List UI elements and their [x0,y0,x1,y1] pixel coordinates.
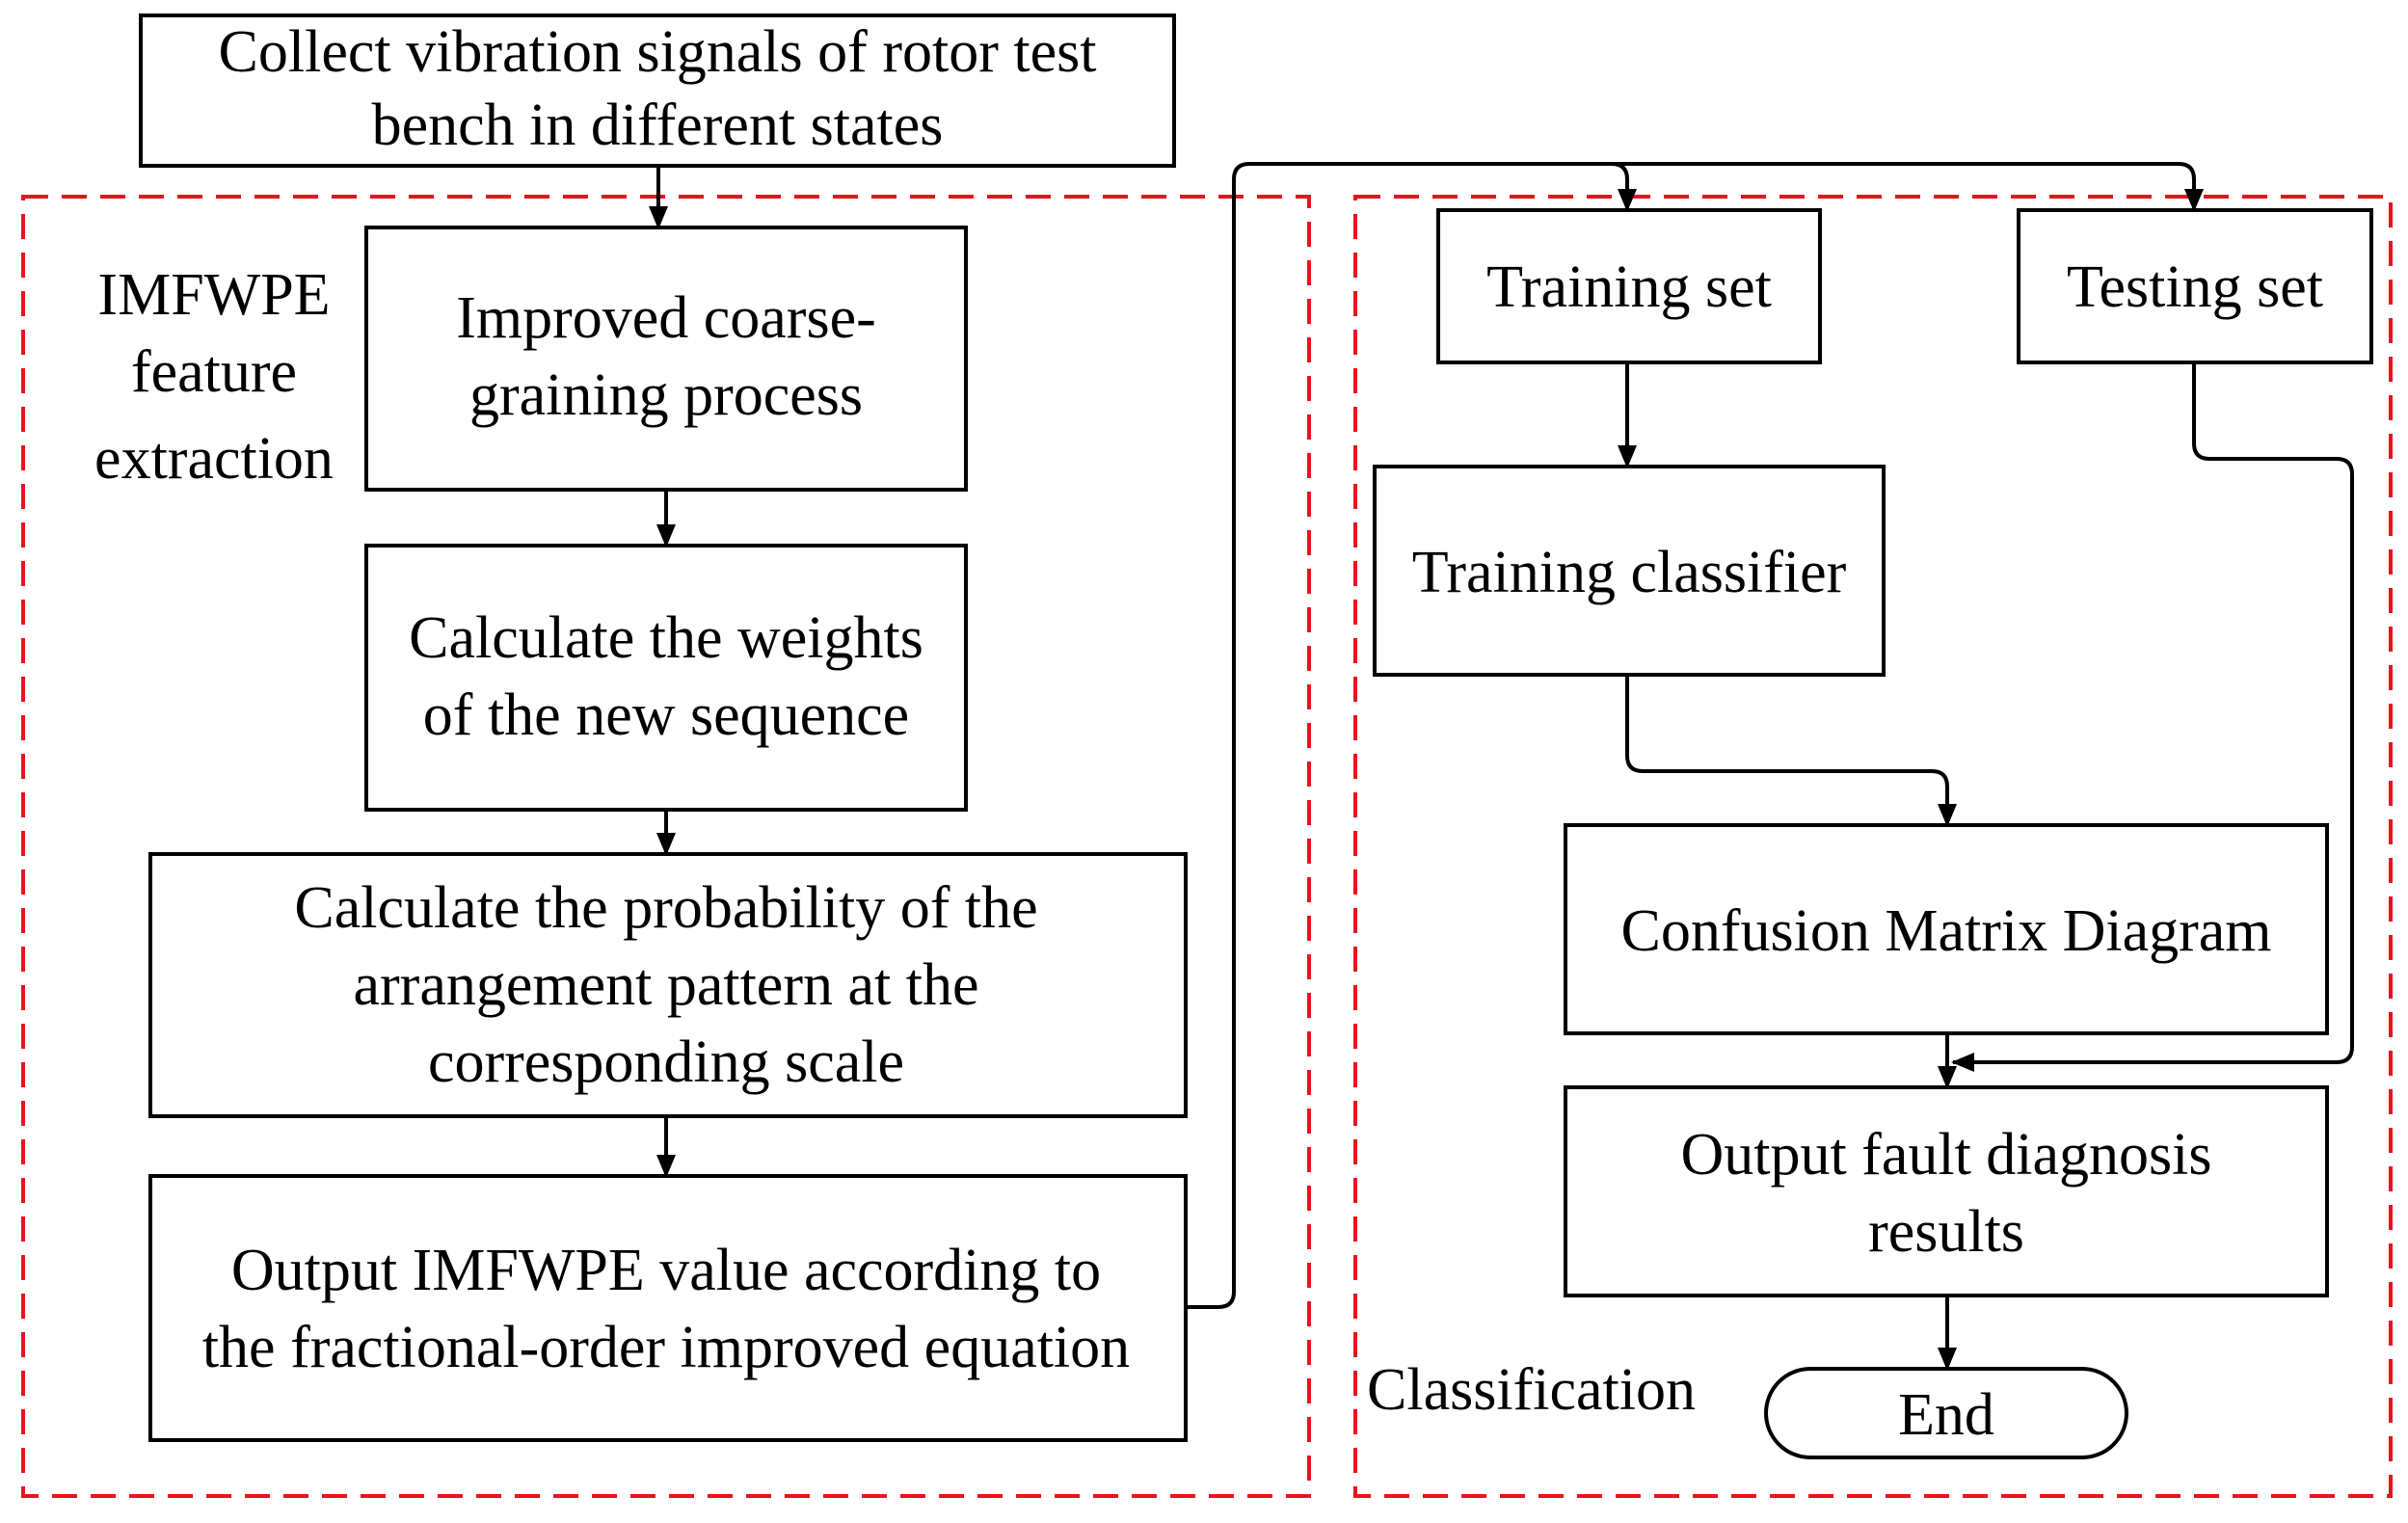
feature-extraction-group-frame [21,195,1311,1498]
coarse-graining-box [364,226,968,492]
classification-group-label: Classification [1367,1357,1696,1423]
connector-classifier-to-confusion [1625,675,1957,827]
end-text: End [1898,1382,1994,1448]
output-imfwpe-text-line1: Output IMFWPE value according to [231,1238,1101,1303]
training-classifier-box [1373,465,1886,677]
calculate-weights-text-line1: Calculate the weights [409,605,923,671]
feature-group-label-line2: feature [131,339,297,405]
coarse-graining-text-line1: Improved coarse- [456,285,876,351]
confusion-matrix-box [1564,823,2329,1035]
training-set-text: Training set [1486,254,1772,320]
output-results-text-line2: results [1868,1199,2024,1265]
calculate-probability-box [148,852,1188,1118]
calculate-probability-text-line1: Calculate the probability of the [294,875,1037,941]
calculate-probability-text-line2: arrangement pattern at the [354,952,979,1018]
feature-group-label-line3: extraction [94,426,334,492]
output-results-box [1564,1085,2329,1297]
output-results-text-line1: Output fault diagnosis [1680,1122,2211,1188]
connector-testing-set-to-output [1951,362,2354,1072]
testing-set-text: Testing set [2067,254,2323,320]
calculate-probability-text-line3: corresponding scale [428,1029,904,1095]
connector-to-testing-set [1612,162,2204,212]
classification-group-frame [1353,195,2393,1498]
collect-signals-text-line1: Collect vibration signals of rotor test [219,19,1097,85]
calculate-weights-box [364,544,968,812]
calculate-weights-text-line2: of the new sequence [423,682,909,748]
confusion-matrix-text: Confusion Matrix Diagram [1620,898,2271,964]
training-classifier-text: Training classifier [1412,540,1847,605]
testing-set-box [2017,208,2373,364]
feature-group-label-line1: IMFWPE [97,262,330,328]
output-imfwpe-box [148,1174,1188,1442]
coarse-graining-text-line2: graining process [469,362,863,428]
connector-output-to-training-set [1186,162,1637,1309]
collect-signals-text-line2: bench in different states [372,93,944,158]
output-imfwpe-text-line2: the fractional-order improved equation [202,1315,1130,1380]
collect-signals-box [139,13,1176,168]
end-terminator [1764,1367,2128,1459]
training-set-box [1436,208,1822,364]
